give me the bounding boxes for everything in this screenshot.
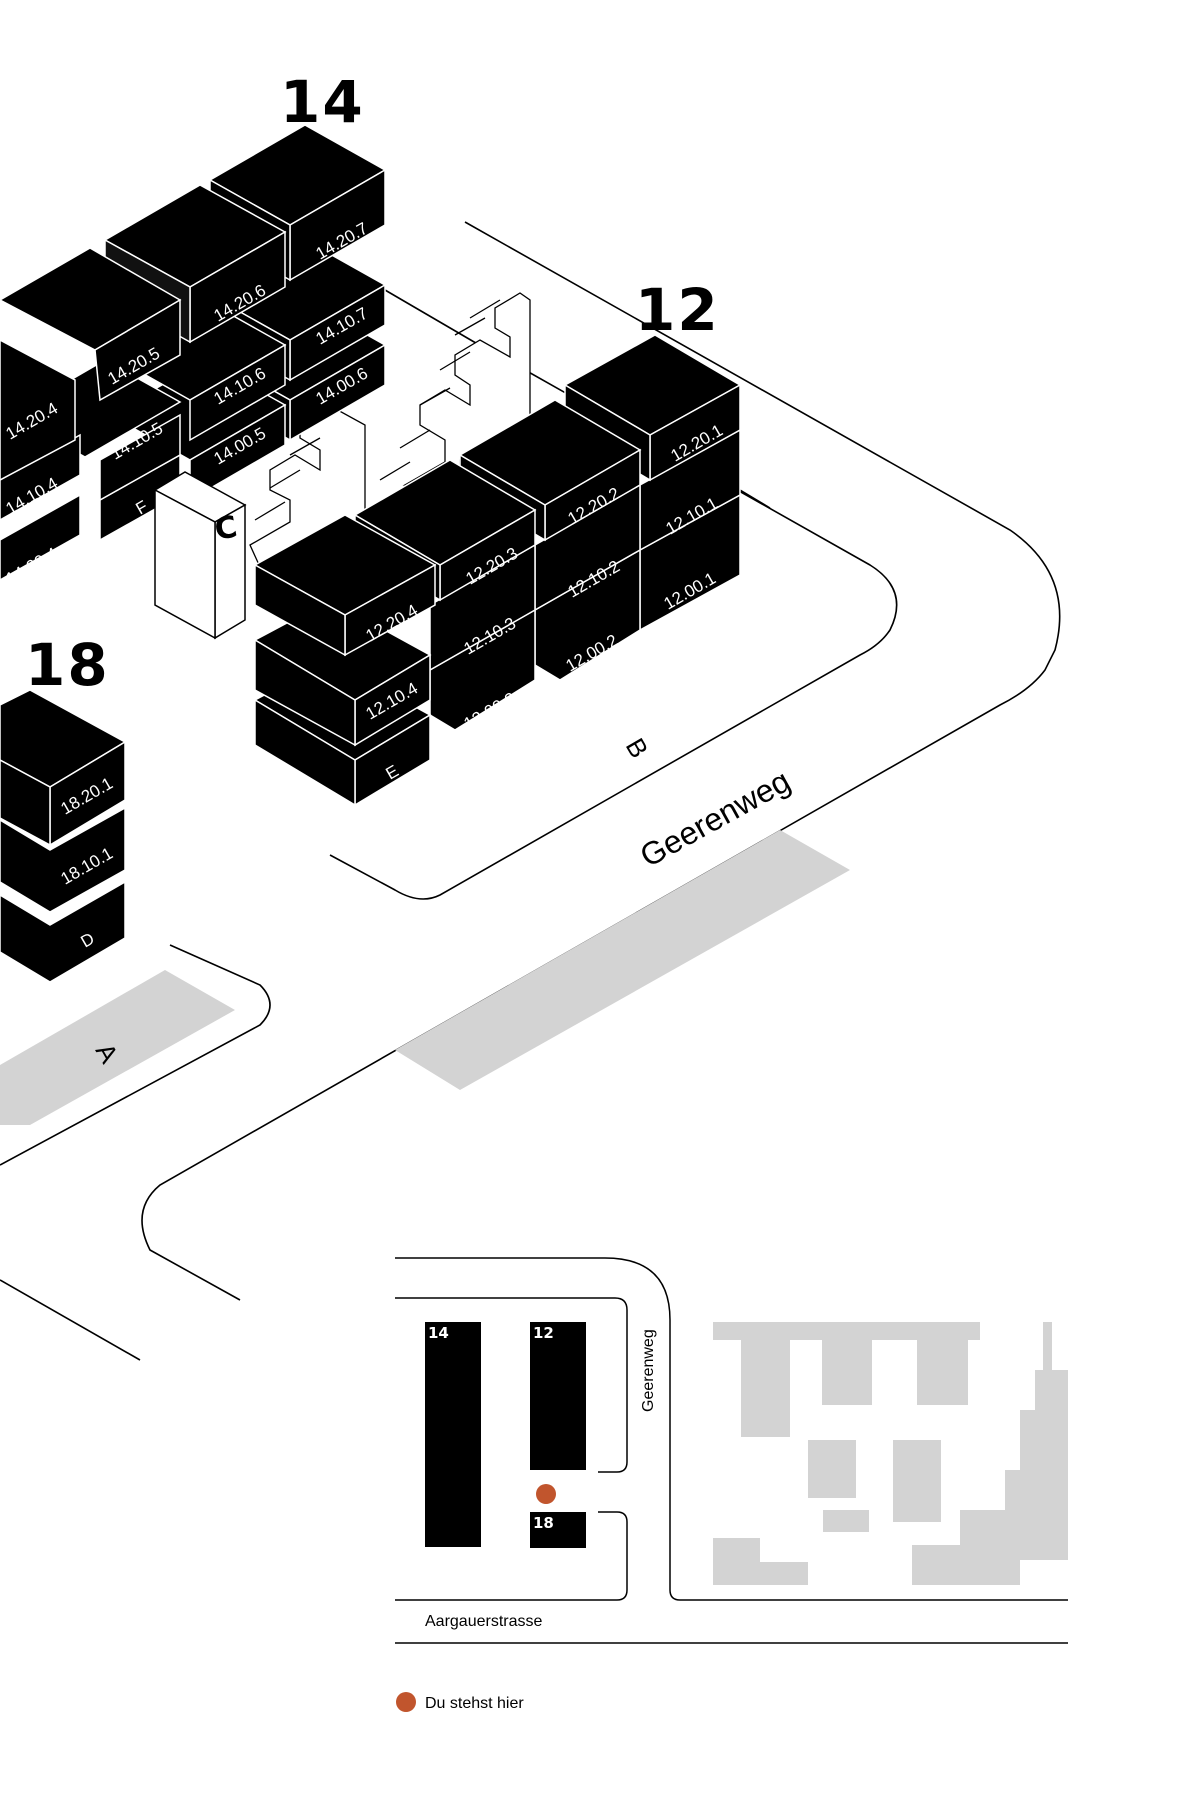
mini-label-12: 12 — [533, 1324, 554, 1342]
unit-18-D[interactable]: D — [0, 880, 126, 983]
tower-c[interactable]: C — [153, 471, 247, 640]
mini-label-18: 18 — [533, 1514, 554, 1532]
building-18-label: 18 — [25, 631, 110, 699]
unit-18-20-1[interactable]: 18.20.1 — [0, 689, 127, 847]
building-18: D 18.10.1 18.20.1 — [0, 689, 127, 983]
mini-building-14 — [425, 1322, 481, 1547]
unit-14-20-4[interactable]: 14.20.4 — [0, 339, 76, 481]
building-14: 14.00.6 14.10.7 14.20.7 14.00.5 14.10.6 — [0, 124, 387, 588]
building-12-label: 12 — [635, 276, 720, 344]
mini-building-18 — [530, 1512, 586, 1548]
you-are-here-marker — [536, 1484, 556, 1504]
building-14-label: 14 — [280, 68, 365, 136]
unit-18-10-1[interactable]: 18.10.1 — [0, 806, 126, 913]
unit-14-20-5[interactable]: 14.20.5 — [0, 247, 182, 402]
mini-building-12 — [530, 1322, 586, 1470]
mini-geerenweg-label: Geerenweg — [640, 1329, 657, 1412]
parking-lot-a — [0, 970, 235, 1125]
legend-you-are-here: Du stehst hier — [425, 1695, 524, 1712]
unit-14-10-6[interactable]: 14.10.6 — [108, 299, 287, 442]
mini-map: 14 12 18 Geerenweg Aargauerstrasse — [395, 1257, 1068, 1644]
building-12: 12.00.1 12.10.1 12.20.1 12.00.2 12.10.2 … — [253, 334, 742, 807]
parking-lot-b — [395, 830, 850, 1090]
mini-label-14: 14 — [428, 1324, 449, 1342]
mini-map-roads — [395, 1257, 1068, 1644]
legend-marker-icon — [396, 1692, 416, 1712]
aargauerstrasse-label: Aargauerstrasse — [425, 1613, 542, 1630]
mini-neighbor-buildings — [713, 1322, 1068, 1585]
lot-b-label: B — [620, 733, 655, 763]
